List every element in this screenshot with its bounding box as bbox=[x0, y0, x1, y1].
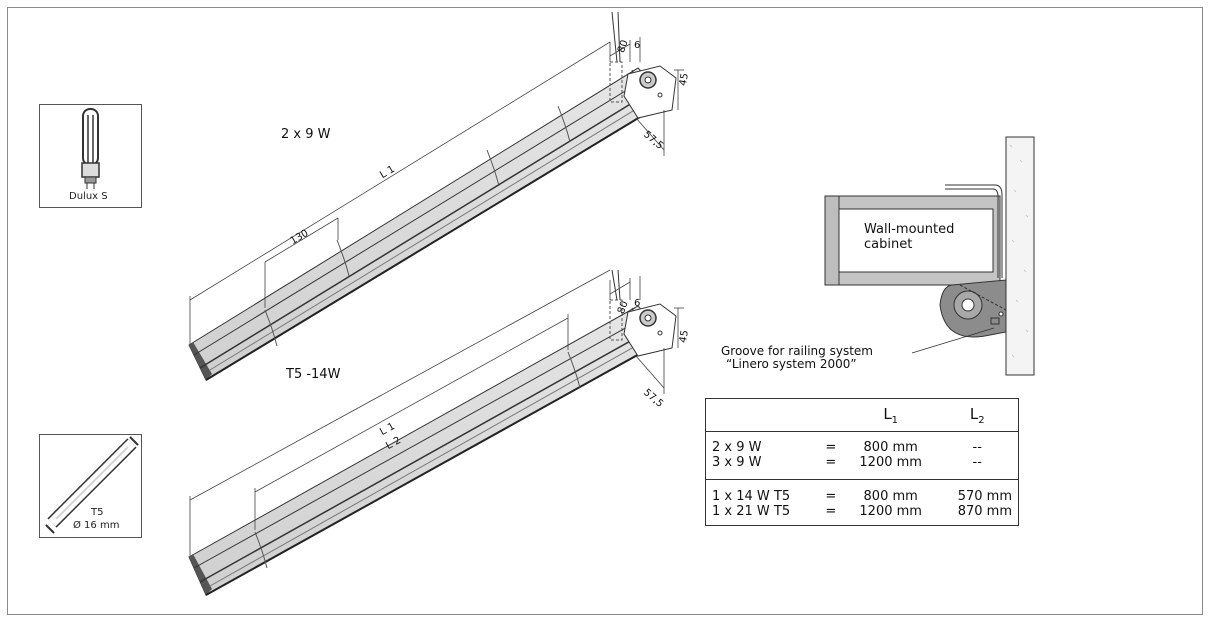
table-row: 3 x 9 W=1200 mm-- bbox=[705, 455, 1019, 480]
table-row: 2 x 9 W=800 mm-- bbox=[712, 440, 982, 455]
bottom-end-gap-dimension: 6 bbox=[634, 298, 641, 309]
bottom-fixture bbox=[188, 269, 684, 596]
length-spec-table: L1 L2 2 x 9 W=800 mm-- 3 x 9 W=1200 mm--… bbox=[705, 398, 1019, 526]
t5-lamp-box: T5 Ø 16 mm bbox=[39, 434, 142, 538]
groove-label-line2: “Linero system 2000” bbox=[726, 357, 857, 371]
t5-diameter-label: Ø 16 mm bbox=[73, 520, 120, 531]
drawing-frame bbox=[7, 7, 1203, 615]
cabinet-label-line1: Wall-mounted bbox=[864, 222, 955, 237]
groove-label-line1: Groove for railing system bbox=[721, 344, 873, 358]
t5-tube-icon bbox=[45, 436, 139, 534]
col-l2-header: L2 bbox=[936, 398, 1019, 432]
top-fixture bbox=[188, 11, 684, 381]
col-l1-header: L1 bbox=[844, 398, 937, 432]
cabinet-label-line2: cabinet bbox=[864, 237, 913, 252]
top-height-dimension: 45 bbox=[677, 72, 691, 87]
top-fixture-title: 2 x 9 W bbox=[281, 127, 331, 142]
mounting-detail bbox=[824, 136, 1035, 376]
top-end-gap-dimension: 6 bbox=[634, 40, 641, 51]
t5-label: T5 bbox=[91, 507, 104, 518]
bottom-height-dimension: 45 bbox=[677, 329, 691, 344]
dulux-s-lamp-box: Dulux S bbox=[39, 104, 142, 208]
table-header-row: L1 L2 bbox=[705, 398, 1019, 432]
bottom-fixture-title: T5 -14W bbox=[286, 367, 341, 382]
dulux-s-lamp-icon bbox=[81, 108, 100, 189]
dulux-s-label: Dulux S bbox=[69, 191, 108, 202]
